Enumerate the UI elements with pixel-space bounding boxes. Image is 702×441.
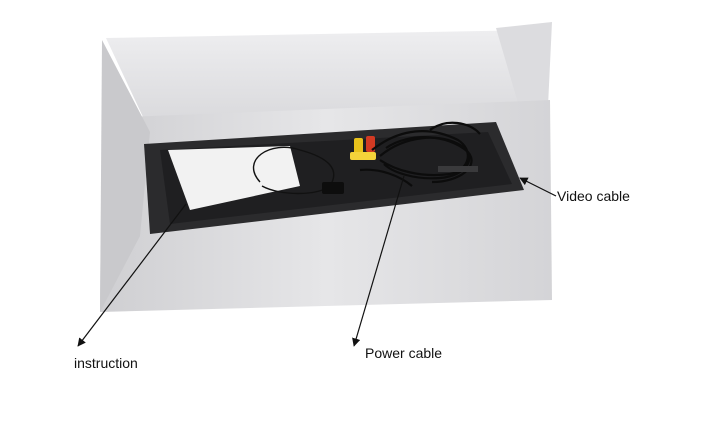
instruction-label: instruction xyxy=(74,355,138,371)
rca-plug-red xyxy=(366,136,375,152)
coiled-cables xyxy=(359,121,481,187)
power-cable-label: Power cable xyxy=(365,345,443,361)
rca-plug-body xyxy=(350,152,376,160)
instruction-arrow xyxy=(77,203,187,347)
box-lid-flap xyxy=(496,22,552,110)
video-cable-arrow xyxy=(519,177,557,197)
power-cable-arrow xyxy=(352,175,405,347)
rca-plug-yellow xyxy=(354,138,363,154)
instruction-sheet xyxy=(168,146,300,210)
camera-wire xyxy=(252,146,335,195)
frame-slot xyxy=(438,166,478,172)
camera-unit xyxy=(322,182,344,194)
box-side xyxy=(100,40,150,312)
video-cable-label: Video cable xyxy=(557,188,630,204)
